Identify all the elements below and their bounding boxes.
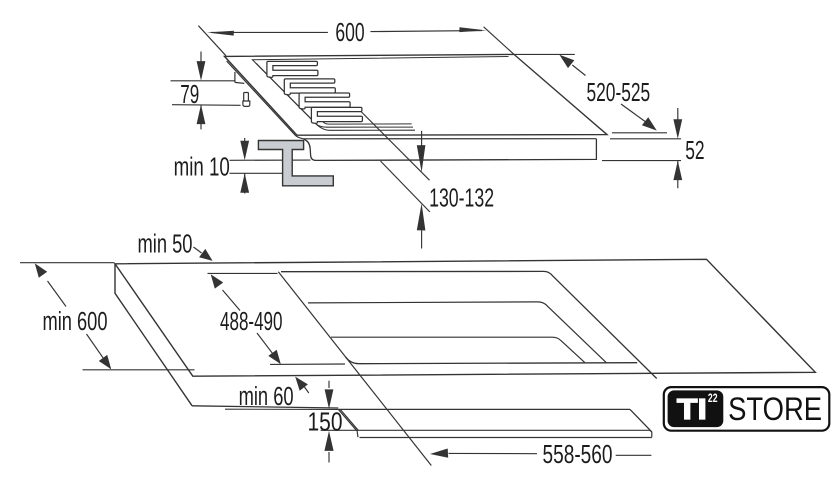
svg-text:488-490: 488-490 (220, 308, 283, 336)
svg-text:558-560: 558-560 (543, 441, 613, 469)
svg-text:520-525: 520-525 (587, 79, 651, 107)
svg-text:min 50: min 50 (138, 230, 193, 258)
svg-text:min 60: min 60 (239, 383, 294, 411)
svg-text:TI: TI (677, 394, 707, 426)
svg-text:150: 150 (308, 409, 343, 437)
svg-text:600: 600 (335, 19, 364, 47)
svg-text:min 10: min 10 (174, 153, 230, 181)
svg-text:STORE: STORE (728, 390, 822, 427)
svg-text:79: 79 (180, 81, 199, 109)
svg-text:22: 22 (708, 393, 718, 405)
svg-text:52: 52 (685, 137, 704, 165)
svg-text:min 600: min 600 (43, 308, 108, 336)
svg-text:130-132: 130-132 (429, 184, 494, 212)
